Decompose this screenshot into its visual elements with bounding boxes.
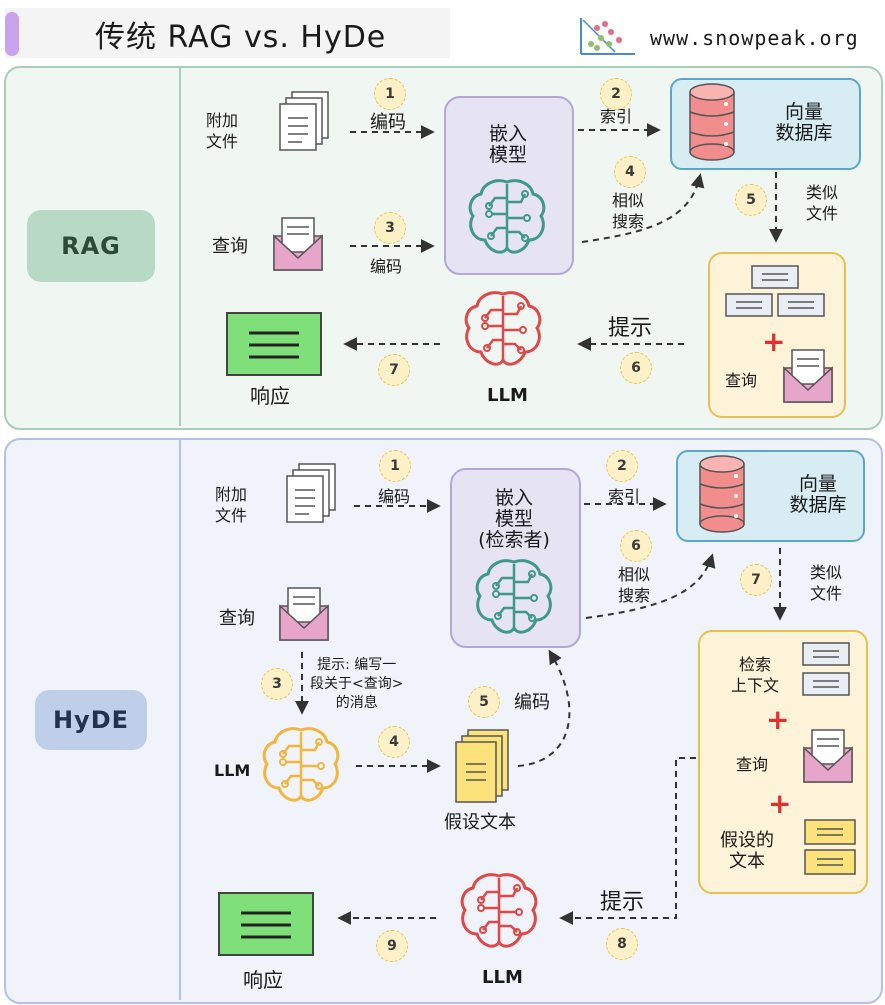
hyde-query-envelope-icon bbox=[279, 587, 329, 641]
hyde-similar-docs-label: 类似 文件 bbox=[810, 563, 843, 603]
hyde-step-badge: 6 bbox=[620, 530, 652, 562]
title-accent bbox=[5, 12, 19, 56]
rag-query-envelope-icon bbox=[273, 217, 323, 271]
rag-context-query-label: 查询 bbox=[725, 371, 758, 390]
rag-embed-model-label: 嵌入 模型 bbox=[488, 123, 527, 166]
hyde-response-icon bbox=[217, 891, 315, 957]
rag-llm-label: LLM bbox=[487, 385, 528, 406]
hyde-prompt-label: 提示 bbox=[600, 890, 645, 915]
rag-index-label: 索引 bbox=[600, 107, 633, 126]
hyde-context-query-label: 查询 bbox=[736, 755, 769, 774]
hyde-encode-5-label: 编码 bbox=[514, 692, 550, 713]
hyde-hypo-doc-icon bbox=[804, 819, 856, 845]
hyde-vector-db-label: 向量 数据库 bbox=[789, 473, 847, 516]
hyde-step-badge: 5 bbox=[468, 686, 500, 718]
hypothetical-text-label: 假设文本 bbox=[444, 812, 516, 833]
hyde-db-cylinder-icon bbox=[699, 455, 745, 533]
hyde-index-label: 索引 bbox=[608, 487, 641, 506]
hypothetical-text-icon bbox=[455, 729, 509, 803]
hyde-extra-docs-label: 附加 文件 bbox=[215, 485, 248, 525]
hyde-plus-icon: + bbox=[768, 787, 792, 820]
hyde-arrow-6 bbox=[585, 553, 716, 619]
rag-arrow-4 bbox=[581, 173, 705, 243]
hyde-step-badge: 8 bbox=[606, 928, 638, 960]
hyde-llm-writer-brain-icon bbox=[262, 727, 340, 802]
hyde-similar-search-label: 相似 搜索 bbox=[618, 565, 651, 605]
rag-plus-icon: + bbox=[762, 325, 786, 358]
hyde-plus-icon: + bbox=[766, 703, 790, 736]
site-url[interactable]: www.snowpeak.org bbox=[650, 26, 859, 50]
rag-embedding-box bbox=[444, 96, 574, 275]
hyde-embed-model-label: 嵌入 模型 (检索者) bbox=[478, 487, 550, 551]
rag-db-cylinder-icon bbox=[689, 83, 735, 161]
rag-encode-3-label: 编码 bbox=[370, 257, 403, 276]
rag-embed-brain-icon bbox=[468, 179, 546, 254]
rag-step-badge: 6 bbox=[620, 352, 652, 384]
rag-context-doc-icon bbox=[777, 293, 825, 317]
hyde-prompt-write-label: 提示: 编写一 段关于<查询> 的消息 bbox=[310, 657, 404, 711]
hyde-step-badge: 2 bbox=[606, 450, 638, 482]
rag-response-label: 响应 bbox=[250, 384, 290, 408]
hyde-response-label: 响应 bbox=[243, 968, 283, 992]
rag-context-envelope-icon bbox=[783, 349, 833, 403]
hyde-query-label: 查询 bbox=[219, 608, 255, 629]
hyde-tag: HyDE bbox=[35, 690, 147, 750]
hyde-context-doc-icon bbox=[802, 672, 850, 696]
title-bar bbox=[5, 8, 450, 58]
hyde-arrow-8 bbox=[559, 757, 696, 925]
rag-context-doc-icon bbox=[725, 293, 773, 317]
rag-prompt-label: 提示 bbox=[608, 316, 653, 341]
hyde-embed-brain-icon bbox=[475, 559, 553, 634]
rag-extra-docs-label: 附加 文件 bbox=[206, 111, 239, 151]
hyde-docs-icon bbox=[286, 463, 336, 523]
rag-step-badge: 1 bbox=[374, 78, 406, 110]
hyde-step-badge: 7 bbox=[740, 564, 772, 596]
rag-llm-brain-icon bbox=[464, 291, 542, 366]
rag-query-label: 查询 bbox=[212, 236, 248, 257]
page-title: 传统 RAG vs. HyDe bbox=[95, 20, 387, 55]
hyde-llm-writer-label: LLM bbox=[214, 761, 251, 780]
hyde-llm-brain-icon bbox=[460, 873, 538, 948]
scatter-logo-icon bbox=[580, 18, 635, 55]
hyde-step-badge: 1 bbox=[379, 450, 411, 482]
rag-context-doc-icon bbox=[751, 265, 799, 289]
rag-docs-icon bbox=[279, 91, 329, 151]
hyde-encode-1-label: 编码 bbox=[378, 487, 411, 506]
rag-vector-db-label: 向量 数据库 bbox=[775, 101, 833, 144]
rag-encode-1-label: 编码 bbox=[370, 112, 406, 133]
hyde-retrieve-context-label: 检索 上下文 bbox=[731, 655, 780, 695]
hyde-step-badge: 4 bbox=[378, 726, 410, 758]
rag-step-badge: 3 bbox=[374, 212, 406, 244]
hyde-step-badge: 3 bbox=[261, 668, 293, 700]
rag-divider bbox=[179, 68, 181, 426]
rag-step-badge: 7 bbox=[378, 354, 410, 386]
rag-similar-docs-label: 类似 文件 bbox=[806, 183, 839, 223]
rag-tag: RAG bbox=[27, 210, 155, 282]
hyde-divider bbox=[179, 440, 181, 1000]
rag-response-icon bbox=[225, 311, 323, 377]
hyde-context-envelope-icon bbox=[803, 729, 853, 783]
rag-step-badge: 2 bbox=[600, 78, 632, 110]
hyde-context-doc-icon bbox=[802, 642, 850, 666]
hyde-hypo-doc-icon bbox=[804, 849, 856, 875]
hyde-step-badge: 9 bbox=[376, 930, 408, 962]
hyde-arrow-5 bbox=[517, 649, 571, 767]
rag-step-badge: 5 bbox=[735, 184, 767, 216]
hyde-llm-label: LLM bbox=[482, 967, 523, 988]
rag-similar-search-label: 相似 搜索 bbox=[612, 191, 645, 231]
hyde-embedding-box bbox=[450, 468, 581, 648]
hyde-hypo-doc-label: 假设的 文本 bbox=[720, 830, 774, 872]
rag-step-badge: 4 bbox=[614, 156, 646, 188]
